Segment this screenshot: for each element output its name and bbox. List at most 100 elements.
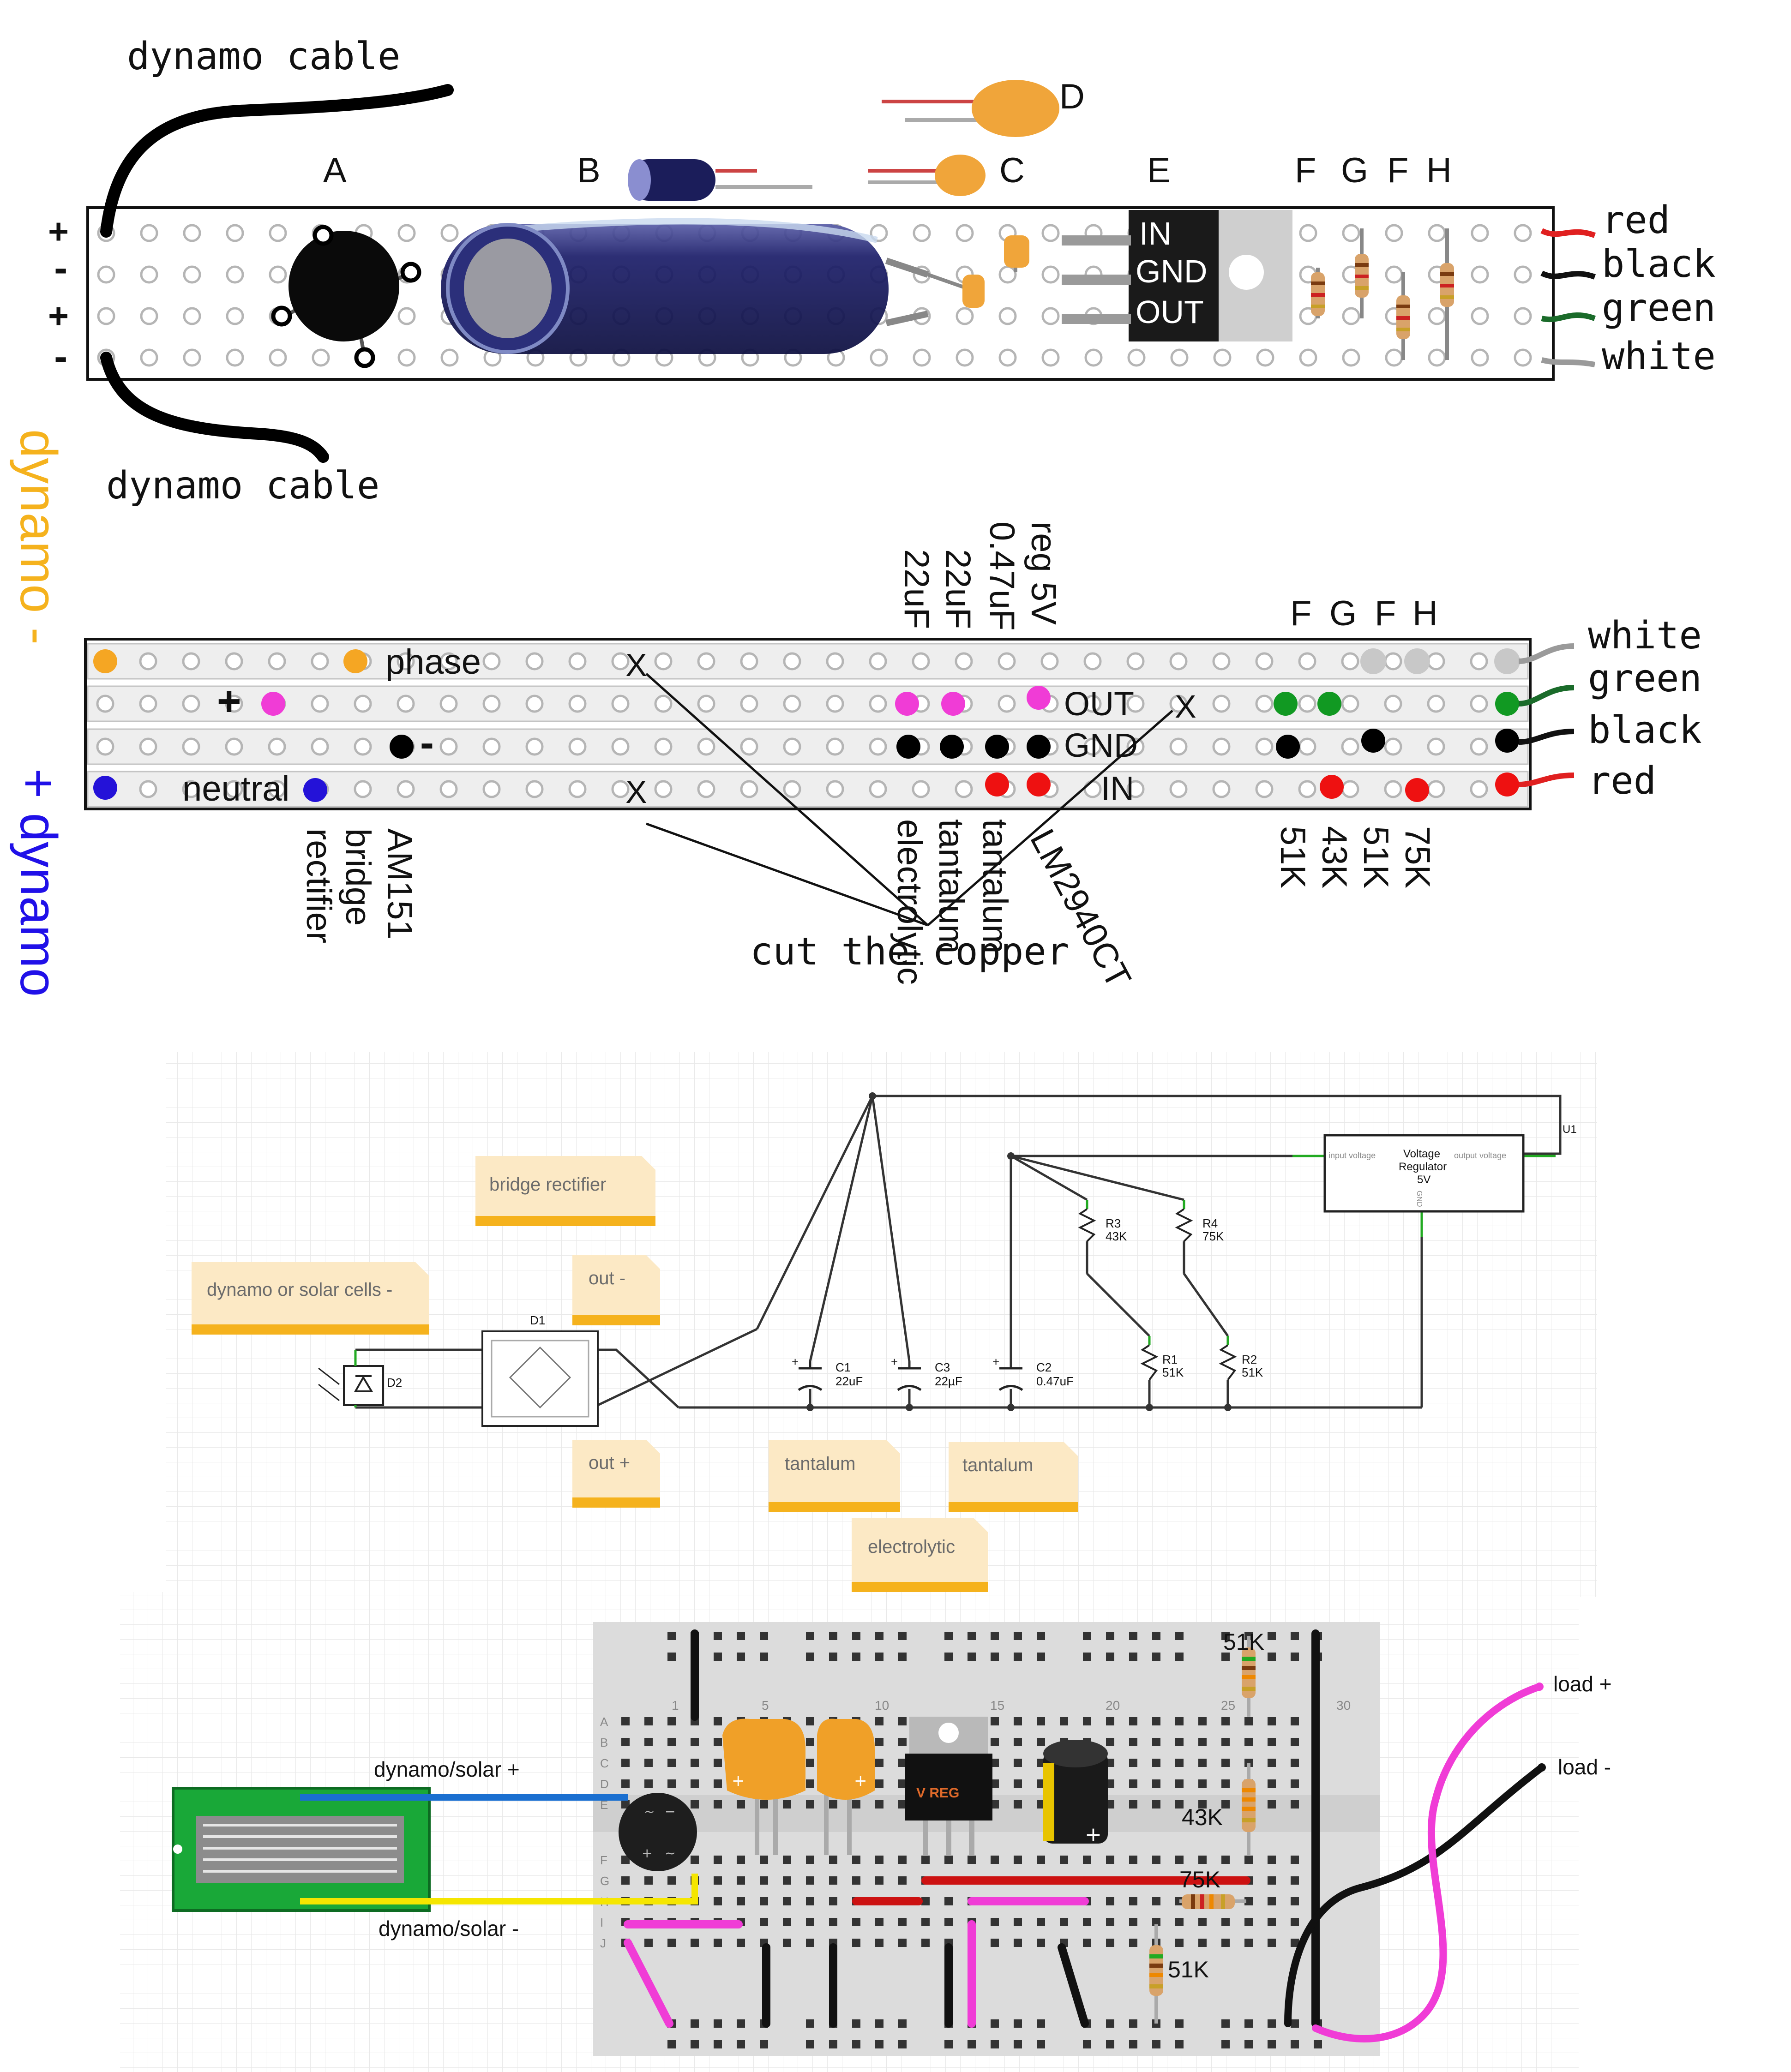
stripboard-hole	[826, 780, 844, 798]
breadboard-hole	[852, 2040, 860, 2048]
breadboard-hole	[1268, 1856, 1276, 1864]
phase-label: phase	[385, 642, 481, 682]
breadboard-hole	[1014, 1653, 1022, 1661]
breadboard-hole	[621, 1759, 630, 1767]
breadboard-hole	[991, 1738, 999, 1746]
in-label: IN	[1101, 770, 1134, 807]
stripboard-hole	[1169, 652, 1188, 671]
rail-sign-4: -	[51, 338, 71, 377]
stripboard-hole	[439, 780, 458, 798]
stripboard-hole	[1212, 780, 1231, 798]
breadboard-hole	[829, 1653, 837, 1661]
breadboard-hole	[875, 2040, 883, 2048]
reg-pin-out: OUT	[1136, 294, 1204, 330]
breadboard-hole	[1037, 1939, 1045, 1947]
stripboard-hole	[183, 307, 201, 325]
stripboard-hole	[226, 307, 244, 325]
breadboard-hole	[1291, 1779, 1299, 1788]
svg-text:C3: C3	[935, 1360, 950, 1374]
stripboard-hole	[654, 652, 673, 671]
col-letter-f2: F	[1387, 151, 1408, 190]
breadboard-hole	[1129, 1939, 1137, 1947]
breadboard-hole	[1106, 2019, 1114, 2028]
load-plus-wire	[1312, 1683, 1543, 2042]
col-letter-h: H	[1426, 151, 1452, 190]
breadboard-hole	[1106, 1918, 1114, 1926]
breadboard-hole	[944, 1918, 953, 1926]
breadboard-hole	[1268, 1876, 1276, 1885]
stripboard-hole	[1385, 224, 1403, 242]
breadboard-hole	[714, 2019, 722, 2028]
breadboard-hole	[1106, 1779, 1114, 1788]
label-bridge: bridge	[338, 828, 378, 926]
stripboard-hole	[998, 652, 1016, 671]
breadboard-hole	[1060, 1856, 1068, 1864]
stripboard-hole	[226, 348, 244, 367]
r4-ref: R4	[1202, 1216, 1218, 1230]
stripboard-hole	[783, 695, 801, 713]
stripboard-hole	[1169, 695, 1188, 713]
stripboard-hole	[1083, 652, 1102, 671]
stripboard-hole	[269, 348, 287, 367]
stripboard-hole	[1255, 695, 1274, 713]
stripboard-hole	[1255, 737, 1274, 756]
stripboard-hole	[783, 652, 801, 671]
stripboard-hole	[1471, 224, 1489, 242]
bb-row-letter: D	[600, 1777, 609, 1791]
svg-text:Voltage: Voltage	[1403, 1148, 1440, 1160]
stripboard-hole	[269, 224, 287, 242]
stripboard-wiring: phase neutral + - OUT GND IN X X X cut t…	[84, 521, 1702, 994]
breadboard-hole	[898, 1779, 907, 1788]
capacitor-c1: + C1 22uF	[792, 1355, 863, 1391]
breadboard-hole	[737, 1653, 745, 1661]
breadboard-hole	[1198, 1918, 1207, 1926]
stripboard-hole	[1385, 348, 1403, 367]
bb-col-15: 15	[990, 1698, 1004, 1713]
breadboard-hole	[691, 1779, 699, 1788]
breadboard-hole	[1037, 1779, 1045, 1788]
stripboard-hole	[311, 695, 329, 713]
breadboard-hole	[1129, 2019, 1137, 2028]
r1-val: 51K	[1162, 1365, 1184, 1379]
breadboard-hole	[1106, 1897, 1114, 1905]
breadboard-hole	[1268, 1759, 1276, 1767]
breadboard-hole	[1244, 1856, 1253, 1864]
breadboard-hole	[898, 1717, 907, 1725]
reg-pin-gnd: GND	[1136, 253, 1208, 289]
breadboard-hole	[783, 1856, 791, 1864]
breadboard-hole	[875, 1738, 883, 1746]
breadboard-hole	[714, 1856, 722, 1864]
stripboard-hole	[611, 695, 630, 713]
breadboard-hole	[1129, 1738, 1137, 1746]
stripboard-hole	[869, 737, 887, 756]
breadboard-hole	[991, 1918, 999, 1926]
breadboard-hole	[1291, 1918, 1299, 1926]
breadboard-hole	[1244, 2019, 1253, 2028]
stripboard-hole	[998, 695, 1016, 713]
breadboard-hole	[1221, 1653, 1230, 1661]
stripboard-hole	[183, 224, 201, 242]
breadboard-hole	[1152, 1856, 1160, 1864]
connection-dots	[93, 648, 1520, 802]
plus-label: +	[217, 678, 241, 725]
bb-col-25: 25	[1221, 1698, 1235, 1713]
solar-minus-wire	[300, 1874, 698, 1904]
breadboard-hole	[737, 1876, 745, 1885]
stripboard-hole	[225, 652, 243, 671]
breadboard-hole	[806, 1738, 814, 1746]
stripboard-hole	[1127, 348, 1146, 367]
breadboard-hole	[644, 1779, 653, 1788]
stripboard-hole	[611, 780, 630, 798]
resistor-label-51k-2: 51K	[1356, 826, 1395, 888]
load-minus-label: load -	[1558, 1755, 1611, 1779]
breadboard-hole	[644, 1876, 653, 1885]
stripboard-hole	[1083, 737, 1102, 756]
breadboard-hole	[1291, 1876, 1299, 1885]
stripboard-hole	[913, 224, 931, 242]
breadboard-hole	[875, 2019, 883, 2028]
breadboard-hole	[783, 1897, 791, 1905]
bb-row-letter: B	[600, 1736, 608, 1749]
capacitor-c3: + C3 22µF	[891, 1355, 962, 1391]
breadboard-hole	[1198, 1939, 1207, 1947]
